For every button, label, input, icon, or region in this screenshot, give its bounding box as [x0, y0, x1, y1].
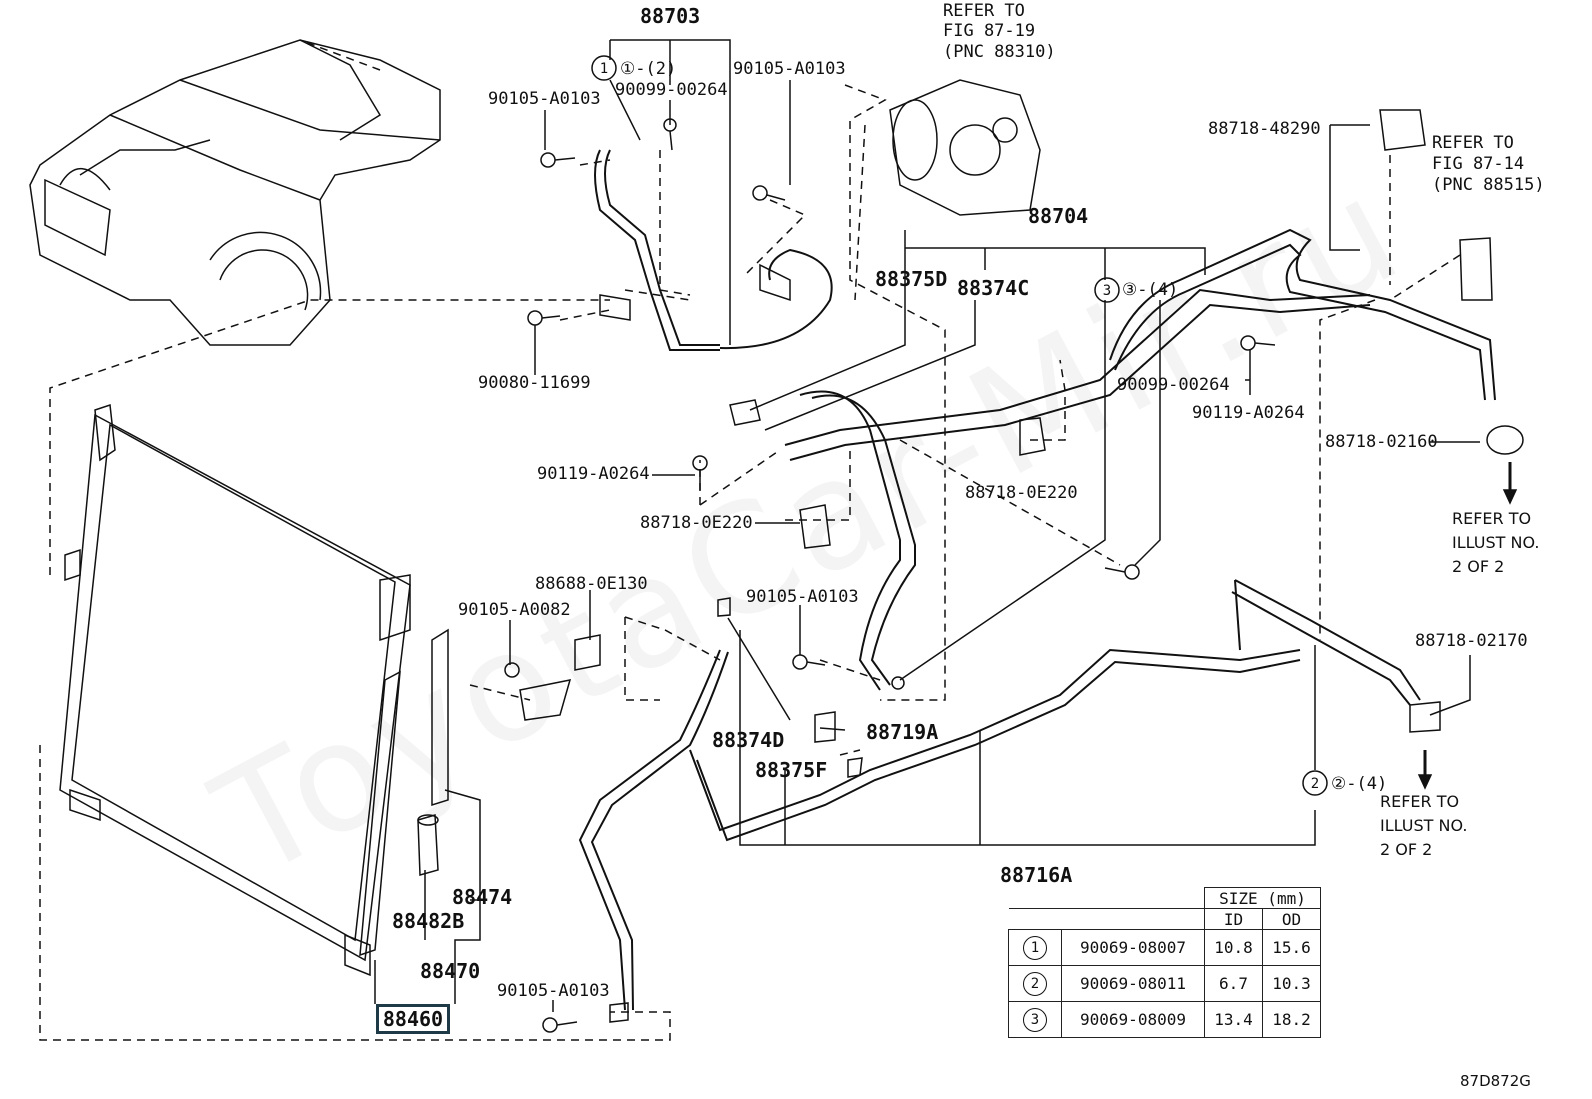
outer-diameter: 10.3: [1262, 965, 1321, 1002]
ref-illust-a-3: 2 OF 2: [1452, 557, 1505, 576]
ref-compressor-2: FIG 87-19: [943, 21, 1036, 41]
circled-mark: 3: [1023, 1007, 1047, 1032]
callout-90105-a0103-mid[interactable]: 90105-A0103: [746, 587, 859, 607]
callout-88716a[interactable]: 88716A: [1000, 863, 1073, 887]
table-row: 1 90069-08007 10.8 15.6: [1008, 929, 1321, 966]
inner-diameter: 13.4: [1204, 1001, 1263, 1038]
callout-90099-00264-mid[interactable]: 90099-00264: [1117, 375, 1230, 395]
callout-90080-11699[interactable]: 90080-11699: [478, 373, 591, 393]
svg-text:2: 2: [1311, 776, 1319, 792]
vehicle-illustration: [29, 39, 441, 346]
callout-90119-a0264-left[interactable]: 90119-A0264: [537, 464, 650, 484]
callout-90105-a0103-top[interactable]: 90105-A0103: [733, 59, 846, 79]
leader-lines-dashed: [39, 39, 1461, 1041]
ref-illust-a-2: ILLUST NO.: [1452, 533, 1540, 552]
callout-90105-a0082[interactable]: 90105-A0082: [458, 600, 571, 620]
ref-compressor-1: REFER TO: [943, 1, 1025, 21]
receiver-parts: [417, 628, 449, 876]
leader-lines: [374, 39, 1480, 1012]
small-parts: [504, 109, 1524, 1033]
callout-88375d[interactable]: 88375D: [875, 267, 948, 291]
inner-diameter: 10.8: [1204, 929, 1263, 966]
callout-88470[interactable]: 88470: [420, 959, 481, 983]
condenser: [59, 403, 411, 977]
ref-fig8714-1: REFER TO: [1432, 133, 1514, 153]
callout-88718-0e220-left[interactable]: 88718-0E220: [640, 513, 753, 533]
callout-88374c[interactable]: 88374C: [957, 276, 1030, 300]
circled-mark: 1: [1023, 935, 1047, 960]
inner-diameter: 6.7: [1204, 965, 1263, 1002]
callout-88718-02170[interactable]: 88718-02170: [1415, 631, 1528, 651]
ref-illust-b-3: 2 OF 2: [1380, 840, 1433, 859]
callout-88719a[interactable]: 88719A: [866, 720, 939, 744]
circled-mark: 2: [1023, 971, 1047, 996]
ref-fig8714-2: FIG 87-14: [1432, 154, 1525, 174]
callout-88482b[interactable]: 88482B: [392, 909, 465, 933]
callout-88460-highlighted[interactable]: 88460: [376, 1004, 450, 1034]
ref-compressor-3: (PNC 88310): [943, 42, 1056, 62]
callout-90105-a0103-left[interactable]: 90105-A0103: [488, 89, 601, 109]
callout-88374d[interactable]: 88374D: [712, 728, 785, 752]
part-number: 90069-08011: [1061, 965, 1205, 1002]
hose-size-table: SIZE (mm) ID OD 1 90069-08007 10.8 15.6 …: [1008, 887, 1321, 1038]
callout-88704[interactable]: 88704: [1028, 204, 1089, 228]
id-header: ID: [1204, 908, 1263, 930]
ref-illust-b-2: ILLUST NO.: [1380, 816, 1468, 835]
callout-88375f[interactable]: 88375F: [755, 758, 828, 782]
ref-illust-a-1: REFER TO: [1452, 509, 1532, 528]
svg-text:1: 1: [600, 61, 608, 77]
table-row: 3 90069-08009 13.4 18.2: [1008, 1001, 1321, 1038]
outer-diameter: 18.2: [1262, 1001, 1321, 1038]
callout-88718-48290[interactable]: 88718-48290: [1208, 119, 1321, 139]
callout-88718-02160[interactable]: 88718-02160: [1325, 432, 1438, 452]
callout-88703[interactable]: 88703: [640, 4, 701, 28]
callout-option-3-qty: ③-(4): [1122, 280, 1179, 300]
size-header: SIZE (mm): [1204, 887, 1321, 909]
diagram-code: 87D872G: [1460, 1072, 1531, 1090]
part-number: 90069-08007: [1061, 929, 1205, 966]
option-marker-digits: 1 3 2: [600, 61, 1319, 792]
callout-option-1-qty: ①-(2): [620, 59, 677, 79]
option-markers: [591, 55, 1328, 796]
callout-88688-0e130[interactable]: 88688-0E130: [535, 574, 648, 594]
refrigerant-pipes: [578, 149, 1496, 1011]
callout-90119-a0264-right[interactable]: 90119-A0264: [1192, 403, 1305, 423]
od-header: OD: [1262, 908, 1321, 930]
callout-option-2-qty: ②-(4): [1331, 774, 1388, 794]
table-row: 2 90069-08011 6.7 10.3: [1008, 965, 1321, 1002]
callout-88474[interactable]: 88474: [452, 885, 513, 909]
outer-diameter: 15.6: [1262, 929, 1321, 966]
compressor: [889, 79, 1041, 216]
part-number: 90069-08009: [1061, 1001, 1205, 1038]
ref-illust-b-1: REFER TO: [1380, 792, 1460, 811]
svg-text:3: 3: [1103, 283, 1111, 299]
callout-88718-0e220-right[interactable]: 88718-0E220: [965, 483, 1078, 503]
ref-fig8714-3: (PNC 88515): [1432, 175, 1545, 195]
callout-90105-a0103-bottom[interactable]: 90105-A0103: [497, 981, 610, 1001]
callout-90099-00264-top[interactable]: 90099-00264: [615, 80, 728, 100]
